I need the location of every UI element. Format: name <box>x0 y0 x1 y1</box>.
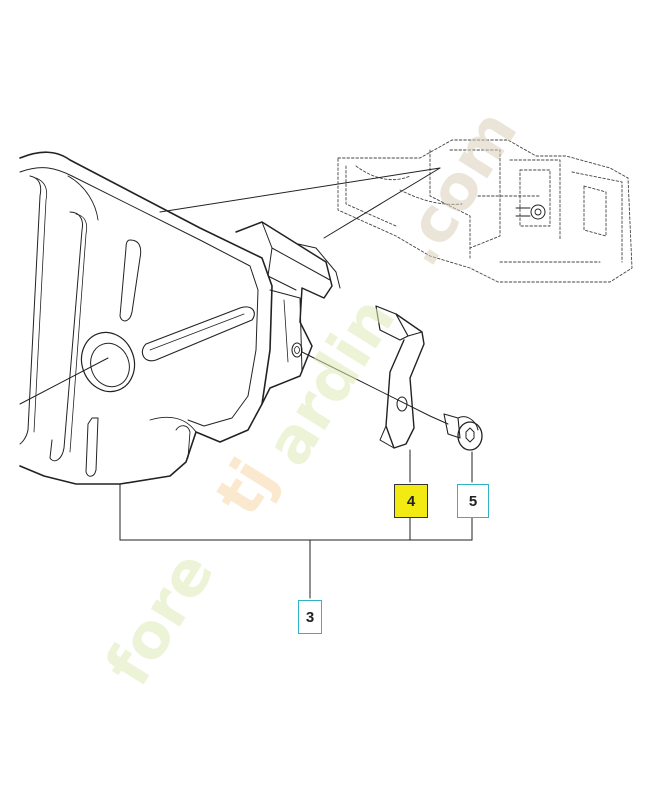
svg-text:.com: .com <box>381 97 532 278</box>
part-number-5: 5 <box>468 492 478 510</box>
svg-text:ardin: ardin <box>251 285 409 478</box>
part-label-3: 3 <box>298 600 322 634</box>
svg-text:fore: fore <box>91 539 228 698</box>
engine-assembly-outline <box>337 139 633 283</box>
screw <box>429 413 483 451</box>
part-label-4: 4 <box>394 484 428 518</box>
part-number-3: 3 <box>305 608 315 626</box>
part-number-4: 4 <box>406 492 416 510</box>
deflector-plate <box>375 305 425 449</box>
svg-text:tj: tj <box>201 446 290 528</box>
muffler-body <box>19 151 273 541</box>
muffler-flange <box>235 221 341 405</box>
part-label-5: 5 <box>457 484 489 518</box>
